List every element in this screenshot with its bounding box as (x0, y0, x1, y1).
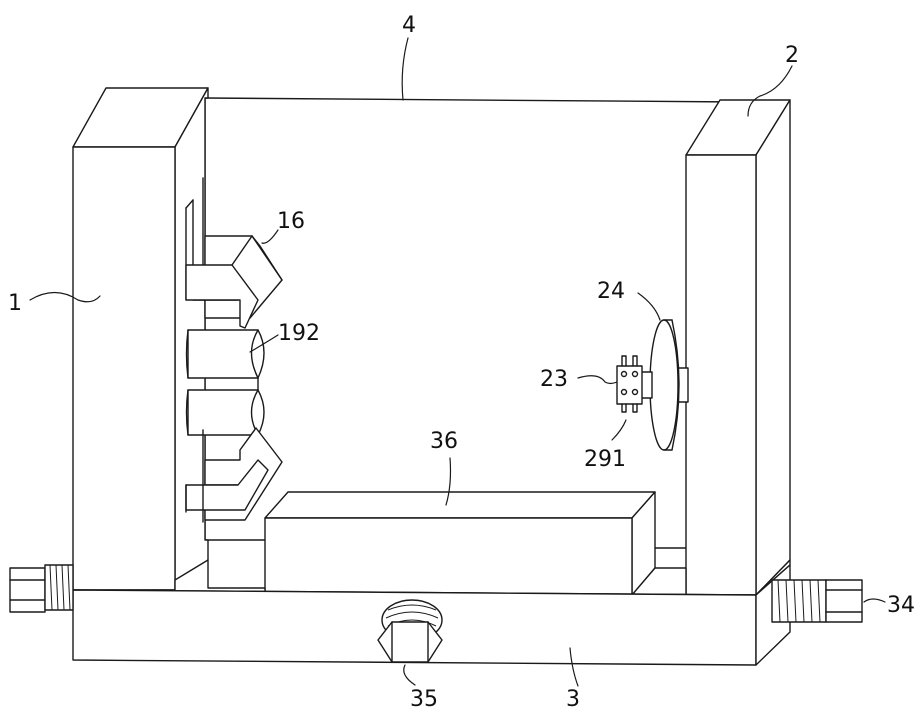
label-34: 34 (887, 593, 915, 618)
right-bolt (772, 580, 862, 622)
label-4: 4 (402, 13, 416, 38)
label-36: 36 (430, 429, 458, 454)
right-column (686, 100, 790, 595)
label-3: 3 (566, 687, 580, 712)
label-23: 23 (540, 367, 568, 392)
label-16: 16 (277, 209, 305, 234)
label-1: 1 (8, 291, 22, 316)
slider-block (265, 492, 655, 595)
left-bolt (10, 565, 73, 612)
right-chuck-assembly (617, 320, 688, 450)
label-2: 2 (785, 43, 799, 68)
front-bolt (378, 600, 442, 662)
label-192: 192 (278, 321, 320, 346)
label-291: 291 (584, 447, 626, 472)
label-24: 24 (597, 279, 625, 304)
label-35: 35 (410, 687, 438, 712)
